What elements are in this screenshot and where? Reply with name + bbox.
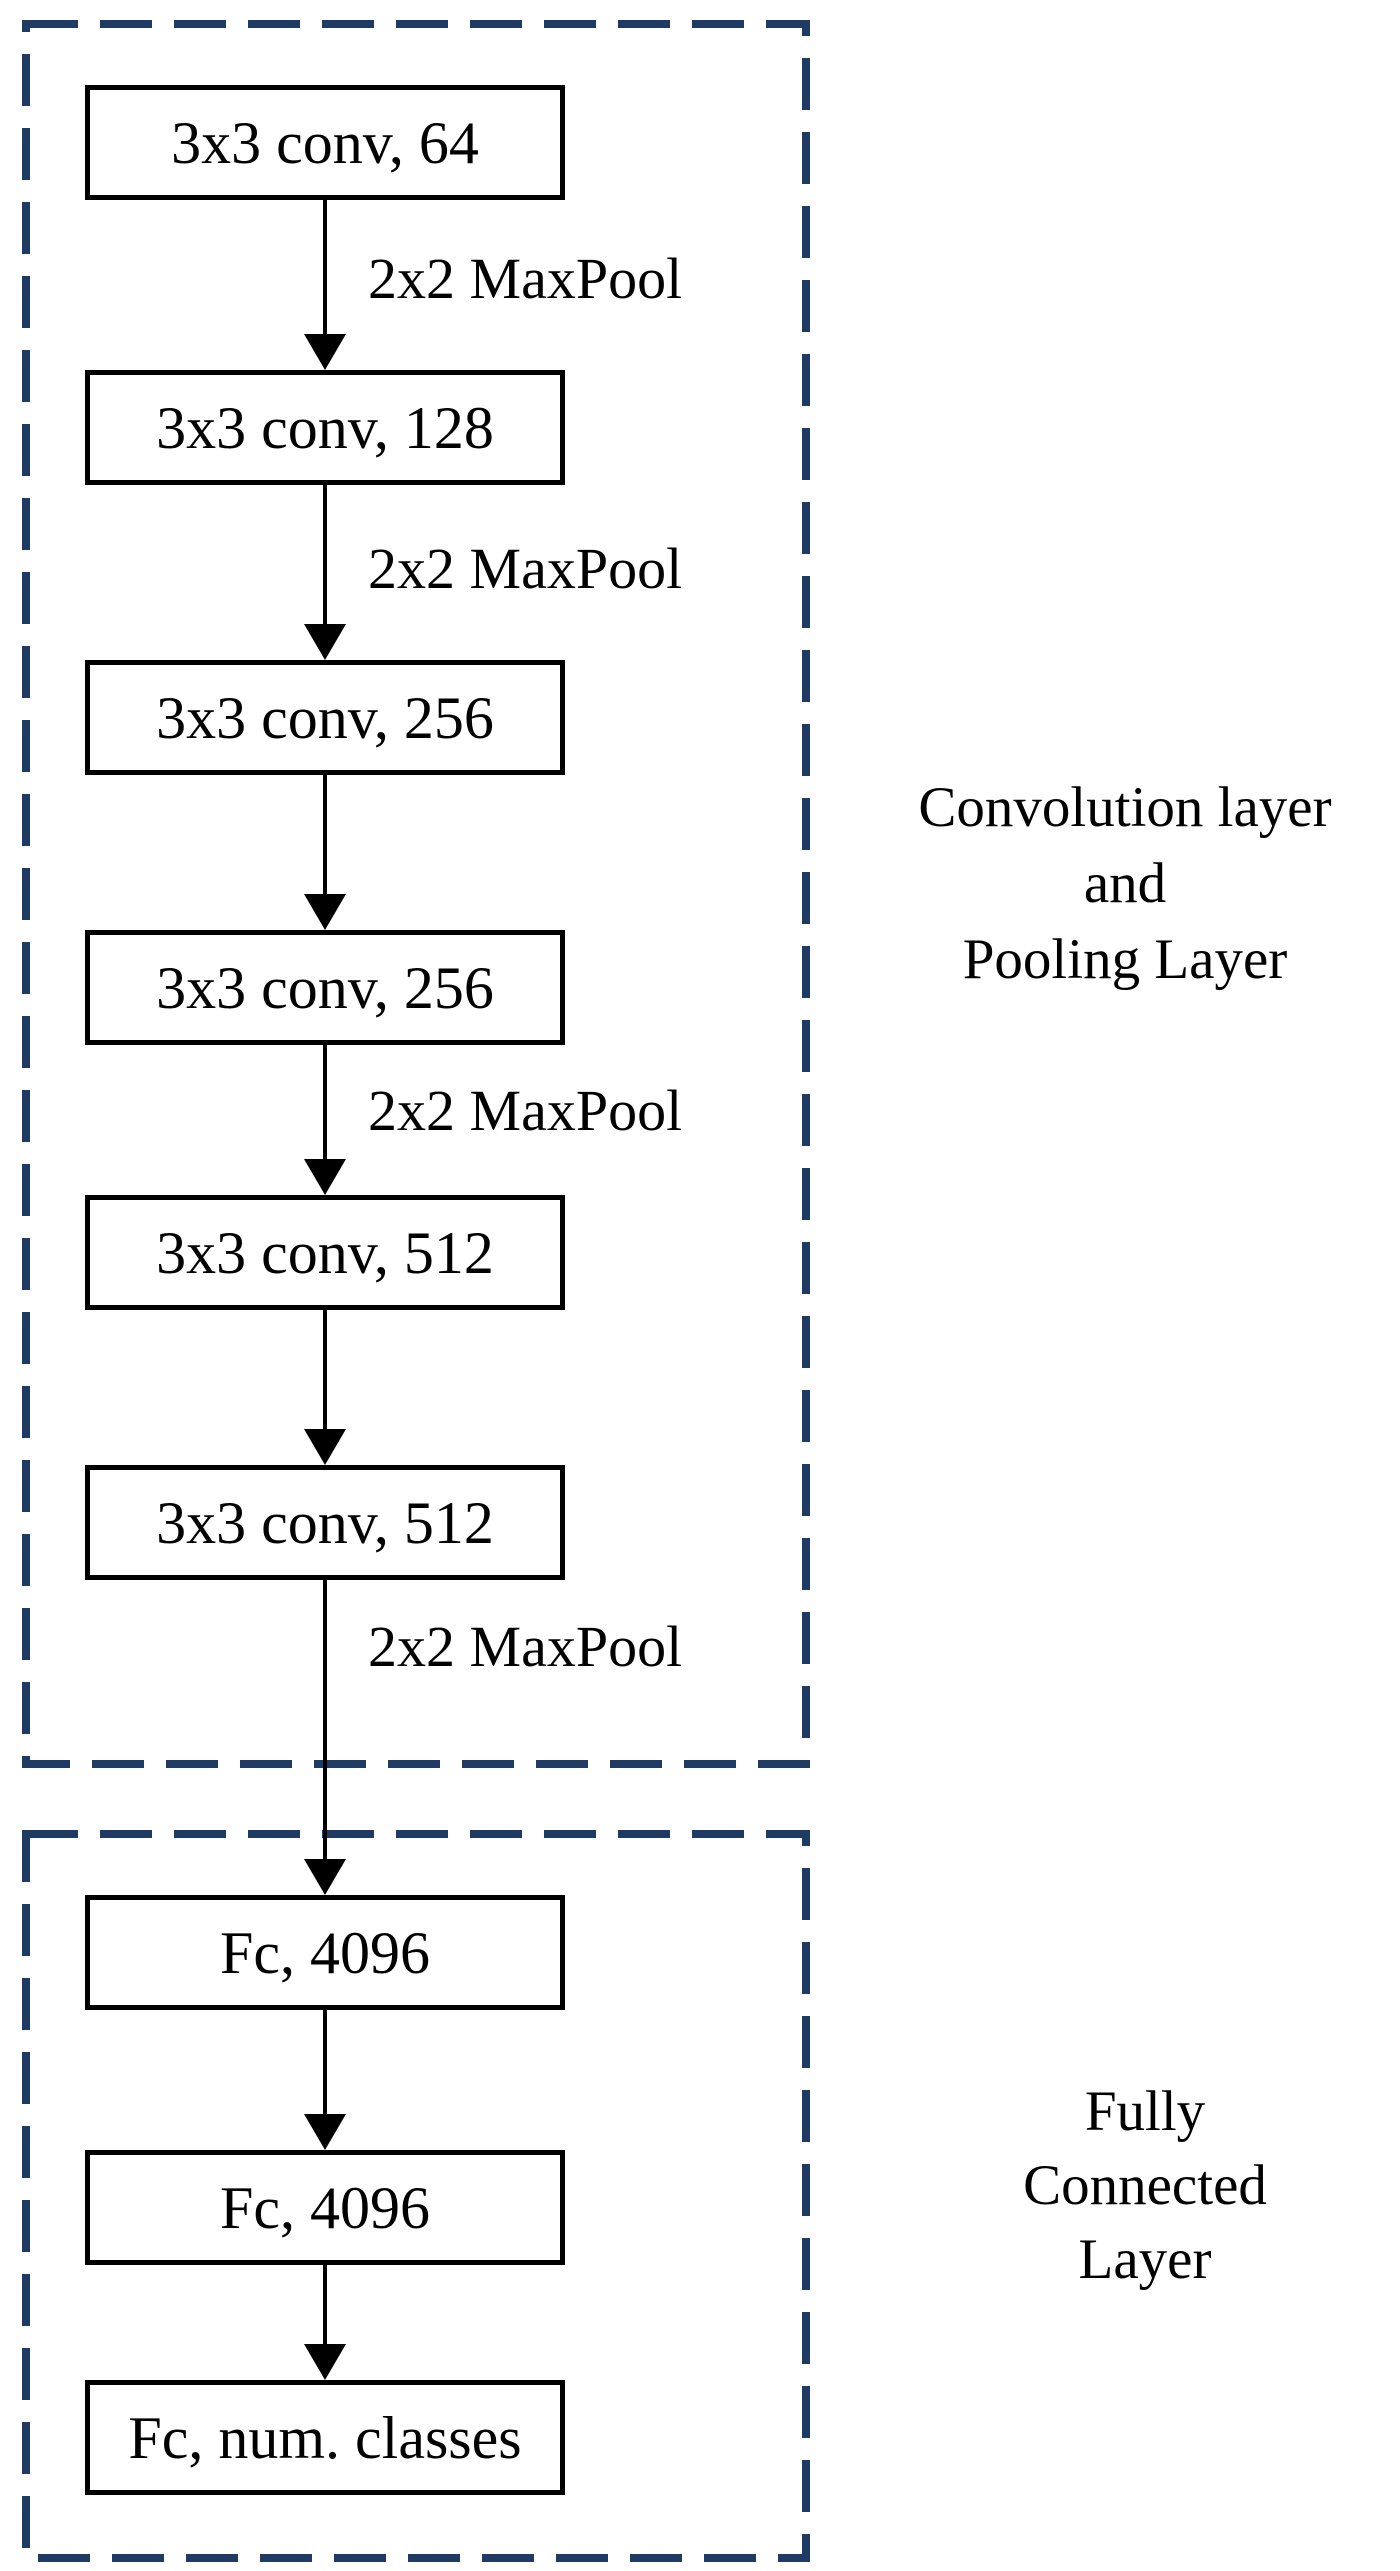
maxpool-label-2: 2x2 MaxPool xyxy=(368,536,683,601)
section-label-fully-connected: Fully Connected Layer xyxy=(1023,2080,1267,2291)
node-fc-4096-b: Fc, 4096 xyxy=(85,2150,565,2265)
arrow-shaft xyxy=(323,775,327,896)
node-conv-64: 3x3 conv, 64 xyxy=(85,85,565,200)
maxpool-label-1: 2x2 MaxPool xyxy=(368,246,683,311)
fully-connected-group-border xyxy=(22,1830,810,2562)
node-fc-num-classes: Fc, num. classes xyxy=(85,2380,565,2495)
arrow-head-icon xyxy=(304,1159,346,1195)
arrow-shaft xyxy=(323,200,327,336)
arrow-head-icon xyxy=(304,1429,346,1465)
node-conv-256-a: 3x3 conv, 256 xyxy=(85,660,565,775)
arrow-shaft xyxy=(323,1580,327,1861)
arrow-head-icon xyxy=(304,2344,346,2380)
section-label-conv-pooling: Convolution layer and Pooling Layer xyxy=(918,776,1332,991)
node-conv-512-b: 3x3 conv, 512 xyxy=(85,1465,565,1580)
arrow-shaft xyxy=(323,1310,327,1431)
maxpool-label-4: 2x2 MaxPool xyxy=(368,1614,683,1679)
node-conv-256-b: 3x3 conv, 256 xyxy=(85,930,565,1045)
arrow-head-icon xyxy=(304,334,346,370)
conv-pooling-group-border xyxy=(22,20,810,1768)
arrow-shaft xyxy=(323,2010,327,2116)
arrow-shaft xyxy=(323,485,327,626)
node-conv-512-a: 3x3 conv, 512 xyxy=(85,1195,565,1310)
arrow-shaft xyxy=(323,2265,327,2346)
arrow-head-icon xyxy=(304,894,346,930)
arrow-head-icon xyxy=(304,624,346,660)
arrow-shaft xyxy=(323,1045,327,1161)
arrow-head-icon xyxy=(304,2114,346,2150)
maxpool-label-3: 2x2 MaxPool xyxy=(368,1078,683,1143)
node-fc-4096-a: Fc, 4096 xyxy=(85,1895,565,2010)
node-conv-128: 3x3 conv, 128 xyxy=(85,370,565,485)
arrow-head-icon xyxy=(304,1859,346,1895)
